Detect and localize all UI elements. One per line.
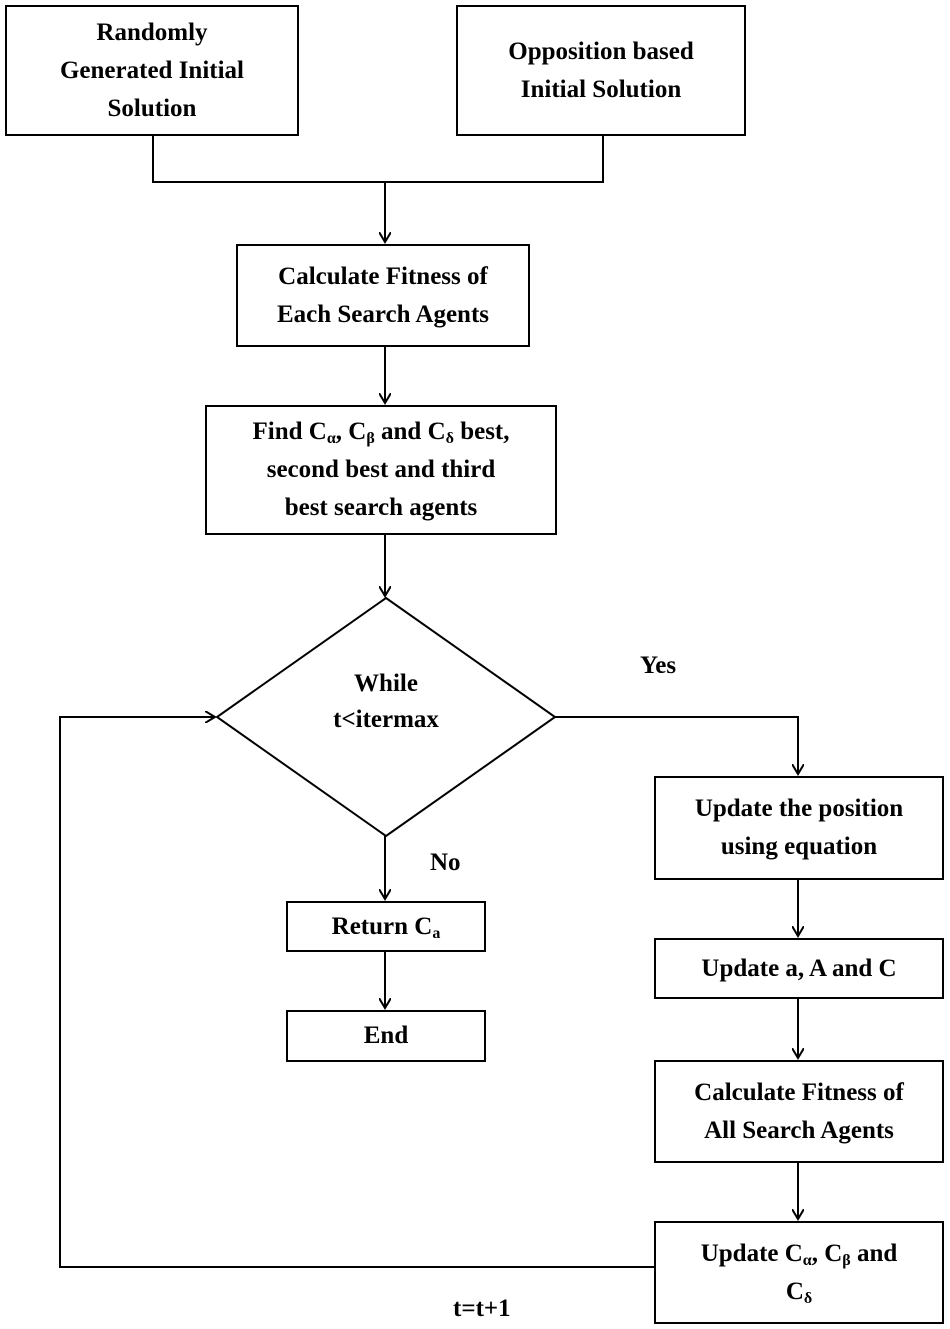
find-best-line-1: Find Cα, Cβ and Cδ best, [252,418,510,447]
calc-fitness-all-line-1: Calculate Fitness of [694,1078,904,1106]
return-c-text: Return Ca [331,912,441,942]
find-best-box: Find Cα, Cβ and Cδ best, second best and… [205,405,557,535]
random-init-line-3: Solution [107,94,197,122]
calc-fitness-each-line-2: Each Search Agents [276,300,490,328]
find-best-line-3: best search agents [284,494,478,521]
update-c-box: Update Cα, Cβ and Cδ [654,1221,944,1324]
update-c-line-2: Cδ [785,1277,813,1307]
increment-label: t=t+1 [453,1295,511,1322]
calc-fitness-each-box: Calculate Fitness of Each Search Agents [236,244,530,347]
opposition-init-line-1: Opposition based [508,37,694,65]
find-best-line-2: second best and third [266,456,496,483]
yes-label: Yes [640,652,677,679]
yes-connector [555,716,798,774]
opposition-init-line-2: Initial Solution [520,75,682,103]
random-init-box: Randomly Generated Initial Solution [5,5,299,136]
while-condition-label: While t<itermax [286,666,486,738]
while-condition-line-2: t<itermax [333,706,439,733]
update-aAC-text: Update a, A and C [701,954,897,982]
end-box: End [286,1010,486,1062]
random-init-line-2: Generated Initial [59,56,244,84]
merge-connector [152,135,604,183]
calc-fitness-all-box: Calculate Fitness of All Search Agents [654,1060,944,1163]
update-position-box: Update the position using equation [654,776,944,880]
loop-back-connector [59,717,654,1268]
random-init-line-1: Randomly [96,18,208,46]
return-c-box: Return Ca [286,901,486,952]
end-text: End [363,1022,409,1049]
no-label: No [430,849,461,876]
update-aAC-box: Update a, A and C [654,938,944,999]
opposition-init-box: Opposition based Initial Solution [456,5,746,136]
calc-fitness-all-line-2: All Search Agents [704,1116,894,1144]
calc-fitness-each-line-1: Calculate Fitness of [278,262,488,290]
while-condition-line-1: While [354,670,418,697]
update-position-line-1: Update the position [694,795,904,822]
update-position-line-2: using equation [720,833,878,860]
update-c-line-1: Update Cα, Cβ and [700,1239,898,1269]
